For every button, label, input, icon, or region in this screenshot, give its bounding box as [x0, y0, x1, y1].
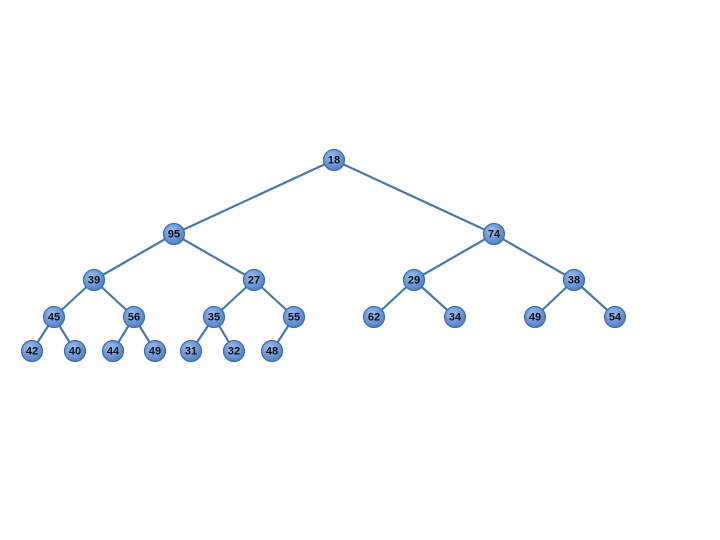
node-label: 54 — [609, 312, 622, 324]
node-circle — [362, 305, 386, 329]
node-label: 29 — [408, 275, 420, 287]
node-circle — [202, 305, 226, 329]
node-label: 38 — [568, 275, 580, 287]
tree-node: 44 — [101, 339, 125, 363]
node-label: 35 — [208, 312, 220, 324]
node-label: 49 — [149, 346, 161, 358]
node-circle — [82, 268, 106, 292]
tree-edge — [413, 233, 495, 281]
node-circle — [20, 339, 44, 363]
node-label: 55 — [288, 312, 300, 324]
tree-edge — [333, 159, 495, 235]
node-label: 45 — [48, 312, 60, 324]
node-circle — [143, 339, 167, 363]
tree-node: 32 — [222, 339, 246, 363]
node-label: 31 — [185, 346, 197, 358]
node-label: 34 — [449, 312, 462, 324]
node-label: 44 — [107, 346, 120, 358]
tree-node: 39 — [82, 268, 106, 292]
tree-node: 74 — [482, 222, 506, 246]
tree-edge — [173, 233, 255, 281]
tree-node: 56 — [122, 305, 146, 329]
node-circle — [63, 339, 87, 363]
tree-node: 40 — [63, 339, 87, 363]
tree-node: 49 — [523, 305, 547, 329]
tree-node: 18 — [322, 148, 346, 172]
node-circle — [260, 339, 284, 363]
node-label: 95 — [168, 229, 180, 241]
node-circle — [101, 339, 125, 363]
tree-node: 35 — [202, 305, 226, 329]
tree-node: 54 — [603, 305, 627, 329]
tree-edge — [93, 233, 175, 281]
tree-node: 38 — [562, 268, 586, 292]
node-label: 62 — [368, 312, 380, 324]
node-circle — [402, 268, 426, 292]
tree-node: 34 — [443, 305, 467, 329]
tree-node: 42 — [20, 339, 44, 363]
node-circle — [523, 305, 547, 329]
node-circle — [603, 305, 627, 329]
node-circle — [242, 268, 266, 292]
tree-node: 27 — [242, 268, 266, 292]
node-circle — [162, 222, 186, 246]
node-label: 39 — [88, 275, 100, 287]
node-label: 18 — [328, 155, 340, 167]
tree-node: 29 — [402, 268, 426, 292]
node-circle — [179, 339, 203, 363]
node-label: 42 — [26, 346, 38, 358]
node-label: 27 — [248, 275, 260, 287]
tree-edge — [493, 233, 575, 281]
tree-node: 55 — [282, 305, 306, 329]
tree-node: 45 — [42, 305, 66, 329]
node-circle — [562, 268, 586, 292]
node-circle — [282, 305, 306, 329]
node-label: 74 — [488, 229, 501, 241]
node-label: 32 — [228, 346, 240, 358]
node-label: 49 — [529, 312, 541, 324]
tree-node: 62 — [362, 305, 386, 329]
node-circle — [482, 222, 506, 246]
nodes-layer: 18 95 74 39 27 29 38 45 56 35 55 62 34 49 54 42 40 44 49 31… — [20, 148, 627, 363]
node-circle — [443, 305, 467, 329]
tree-node: 48 — [260, 339, 284, 363]
node-label: 56 — [128, 312, 140, 324]
tree-node: 95 — [162, 222, 186, 246]
node-label: 40 — [69, 346, 81, 358]
node-circle — [222, 339, 246, 363]
tree-node: 49 — [143, 339, 167, 363]
node-circle — [322, 148, 346, 172]
node-label: 48 — [266, 346, 278, 358]
tree-node: 31 — [179, 339, 203, 363]
node-circle — [42, 305, 66, 329]
node-circle — [122, 305, 146, 329]
tree-edge — [173, 159, 335, 235]
